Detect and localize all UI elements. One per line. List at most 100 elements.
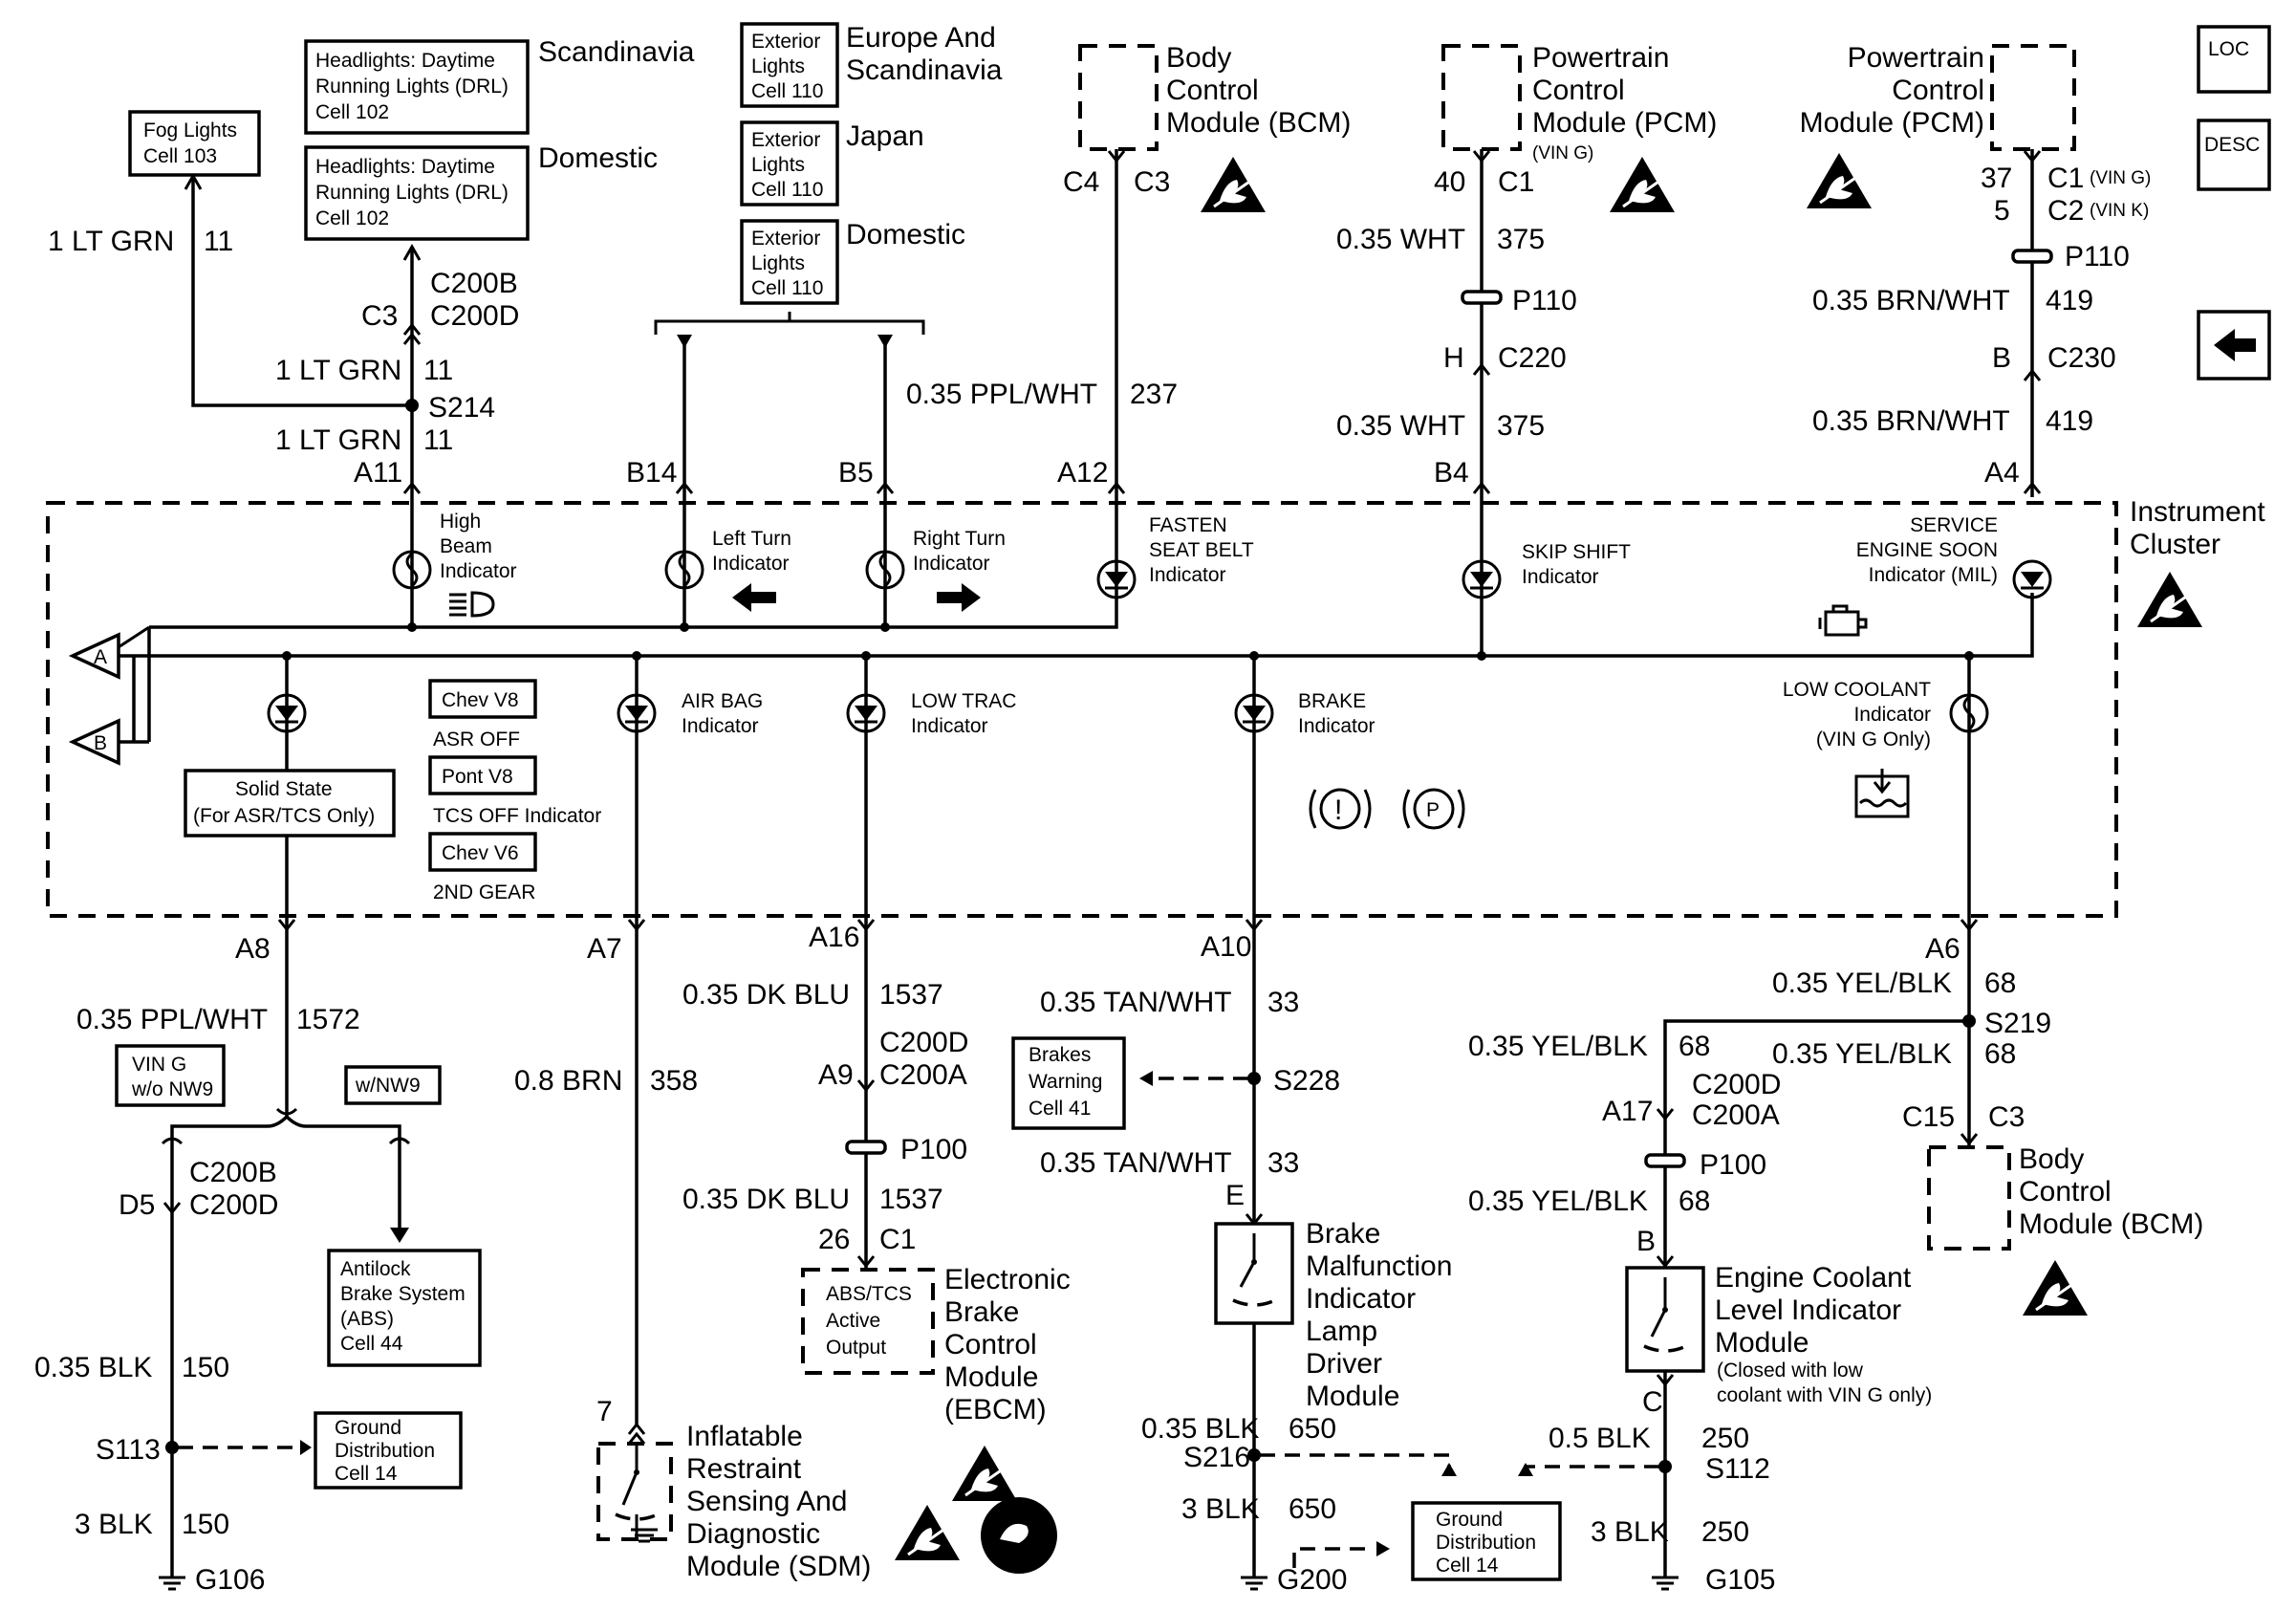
wire-gauge: 0.35 YEL/BLK: [1772, 968, 1952, 999]
led-icon: [267, 693, 307, 733]
inline-connector: [1644, 1153, 1686, 1168]
wire-circuit: 375: [1497, 410, 1545, 442]
bulb-icon: [392, 550, 432, 590]
connector-label: C200D: [879, 1027, 968, 1058]
indicator-line: LOW TRAC: [911, 690, 1016, 712]
module-line: Module: [1715, 1327, 1809, 1359]
module-line: Diagnostic: [686, 1518, 820, 1550]
fog-lights-ref[interactable]: Fog Lights Cell 103: [128, 110, 261, 177]
connector-label: C220: [1498, 342, 1567, 374]
ground-dist-left-ref[interactable]: Ground Distribution Cell 14: [314, 1411, 463, 1490]
wire-circuit: 375: [1497, 224, 1545, 255]
wire-gauge: 0.35 BRN/WHT: [1812, 285, 2010, 316]
ground-icon: [1652, 1576, 1679, 1591]
wire-circuit: 68: [1984, 968, 2016, 999]
connector-label: C3: [361, 300, 398, 332]
ground-icon: [159, 1576, 185, 1591]
connector-label: P100: [900, 1134, 967, 1165]
left-turn-indicator-label: Left Turn Indicator: [712, 528, 791, 575]
loc-button[interactable]: LOC: [2197, 25, 2271, 94]
pcm-vin-g-box: [1441, 44, 1522, 151]
second-gear-label: 2ND GEAR: [433, 881, 535, 903]
pcm-right-label: Powertrain Control Module (PCM): [1800, 42, 1984, 139]
back-arrow-button[interactable]: [2197, 310, 2271, 381]
ref-line: Brakes: [1029, 1044, 1091, 1066]
indicator-line: Right Turn: [913, 528, 1006, 550]
wire-gauge: 0.35 YEL/BLK: [1468, 1186, 1648, 1217]
wire-circuit: 237: [1130, 379, 1178, 410]
bcm-bottom-box: [1927, 1145, 2011, 1251]
region-label: Domestic: [538, 142, 658, 174]
indicator-line: ENGINE SOON: [1856, 539, 1998, 561]
wire-circuit: 33: [1267, 1147, 1299, 1179]
connector-label: A8: [235, 933, 271, 965]
desc-button[interactable]: DESC: [2197, 119, 2271, 191]
ext-lights-japan-ref[interactable]: Exterior Lights Cell 110: [740, 120, 839, 207]
indicator-line: Indicator: [913, 553, 990, 575]
wire-circuit: 1572: [296, 1004, 360, 1035]
ref-line: Cell 103: [143, 145, 217, 167]
indicator-line: Left Turn: [712, 528, 791, 550]
abs-ref[interactable]: Antilock Brake System (ABS) Cell 44: [327, 1249, 482, 1367]
drl-scandinavia-ref[interactable]: Headlights: Daytime Running Lights (DRL)…: [304, 39, 530, 135]
brake-symbol-text: !: [1334, 794, 1342, 826]
module-line: Indicator: [1306, 1283, 1416, 1315]
wire-gauge: 0.35 YEL/BLK: [1468, 1031, 1648, 1062]
offpage-label: B: [94, 732, 107, 754]
asr-off-label: ASR OFF: [433, 729, 520, 751]
connector-label: 26: [818, 1224, 850, 1255]
drl-domestic-ref[interactable]: Headlights: Daytime Running Lights (DRL)…: [304, 145, 530, 241]
wire-gauge: 1 LT GRN: [275, 424, 401, 456]
wire-circuit: 11: [423, 355, 453, 386]
inline-connector: [845, 1140, 887, 1155]
pont-v8-box: Pont V8: [428, 755, 537, 795]
splice-label: S228: [1273, 1065, 1340, 1097]
option-line: VIN G: [132, 1054, 186, 1076]
ground-label: G105: [1705, 1564, 1775, 1596]
ref-line: Distribution: [335, 1440, 435, 1462]
ground-icon: [1241, 1576, 1267, 1591]
coolant-module-label: Engine Coolant Level Indicator Module (C…: [1715, 1262, 1932, 1406]
offpage-label: A: [94, 646, 107, 668]
ref-line: Exterior: [751, 129, 820, 151]
coolant-module-box: [1625, 1266, 1705, 1373]
module-line: Module (BCM): [1166, 107, 1351, 139]
module-line: Active: [826, 1310, 880, 1332]
connector-note: (VIN K): [2090, 201, 2149, 221]
ref-line: Exterior: [751, 31, 820, 53]
module-line: Powertrain: [1532, 42, 1669, 74]
splice-label: S112: [1705, 1453, 1770, 1485]
ext-lights-domestic-ref[interactable]: Exterior Lights Cell 110: [740, 219, 839, 305]
ref-line: Running Lights (DRL): [315, 76, 509, 98]
brake-warning-icon: !: [1309, 788, 1372, 830]
connector-label: C200D: [430, 300, 519, 332]
module-line: Engine Coolant: [1715, 1262, 1912, 1294]
sdm-label: Inflatable Restraint Sensing And Diagnos…: [686, 1421, 871, 1582]
option-label: Chev V8: [442, 689, 519, 711]
w-nw9-box: w/NW9: [344, 1065, 442, 1105]
wire-gauge: 0.35 BRN/WHT: [1812, 405, 2010, 437]
wire-gauge: 0.35 TAN/WHT: [1040, 987, 1232, 1018]
connector-label: P100: [1700, 1149, 1766, 1181]
module-line: Malfunction: [1306, 1251, 1452, 1282]
module-line: Control: [1532, 75, 1625, 106]
led-icon: [1096, 559, 1137, 599]
ext-lights-europe-ref[interactable]: Exterior Lights Cell 110: [740, 22, 839, 108]
connector-label: C200B: [430, 268, 518, 299]
connector-label: A11: [354, 457, 402, 489]
wire-gauge: 0.5 BLK: [1549, 1423, 1651, 1454]
module-line: Control: [2019, 1176, 2112, 1208]
skip-shift-indicator-label: SKIP SHIFT Indicator: [1522, 541, 1631, 588]
ref-line: Exterior: [751, 228, 820, 250]
connector-label: E: [1225, 1180, 1245, 1211]
ground-dist-right-ref[interactable]: Ground Distribution Cell 14: [1411, 1501, 1562, 1581]
wire-circuit: 250: [1701, 1516, 1749, 1548]
wire-circuit: 68: [1984, 1038, 2016, 1070]
ref-line: Distribution: [1436, 1532, 1536, 1554]
indicator-line: High: [440, 511, 481, 533]
module-line: Module (BCM): [2019, 1208, 2203, 1240]
brakes-warning-ref[interactable]: Brakes Warning Cell 41: [1011, 1036, 1126, 1130]
module-line: Control: [1892, 75, 1984, 106]
instrument-cluster-label: Instrument Cluster: [2130, 496, 2265, 560]
splice-label: S219: [1984, 1008, 2051, 1039]
